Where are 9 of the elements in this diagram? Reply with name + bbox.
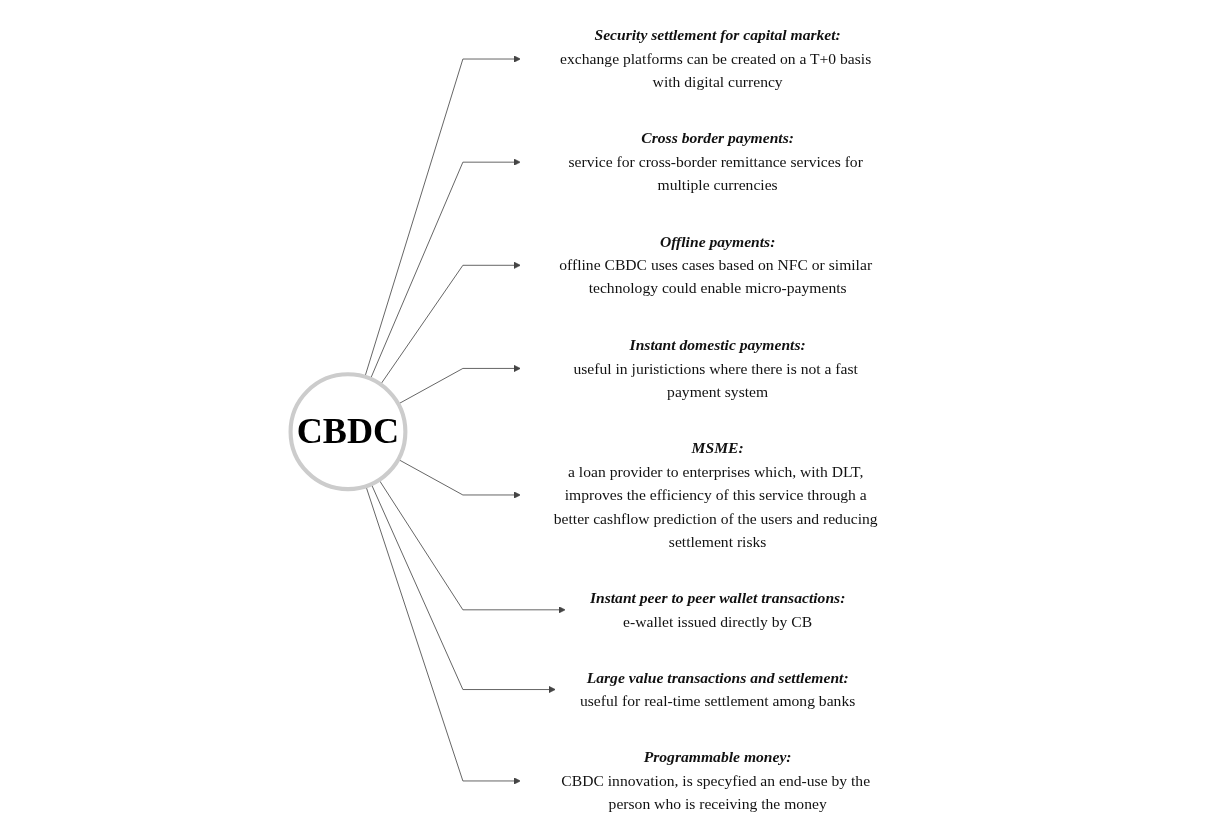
node-text: Programmable money: CBDC innovation, is specyfied an end-use by the person who is receiving the money [561,748,870,813]
node-text: Instant peer to peer wallet transactions: e-wallet issued directly by CB [589,588,846,630]
node-text: Large value transactions and settlement: useful for real-time settlement among banks [579,668,856,710]
node-circle: CBDC [288,372,408,492]
node-text: Offline payments: offline CBDC uses cases based on NFC or similar technology could enable micro-payments [559,232,872,297]
node-text: MSME: a loan provider to enterprises which, with DLT, improves the efficiency of this service through a better cashflow prediction of the users and reducing settlement risks [553,438,878,550]
node-text: Cross border payments: service for cross-border remittance services for multiple currencies [568,129,863,194]
node-text: Security settlement for capital market: exchange platforms can be created on a T+0 basis with digital currency [559,26,872,91]
node-text: Instant domestic payments: useful in juristictions where there is not a fast payment system [573,335,858,400]
